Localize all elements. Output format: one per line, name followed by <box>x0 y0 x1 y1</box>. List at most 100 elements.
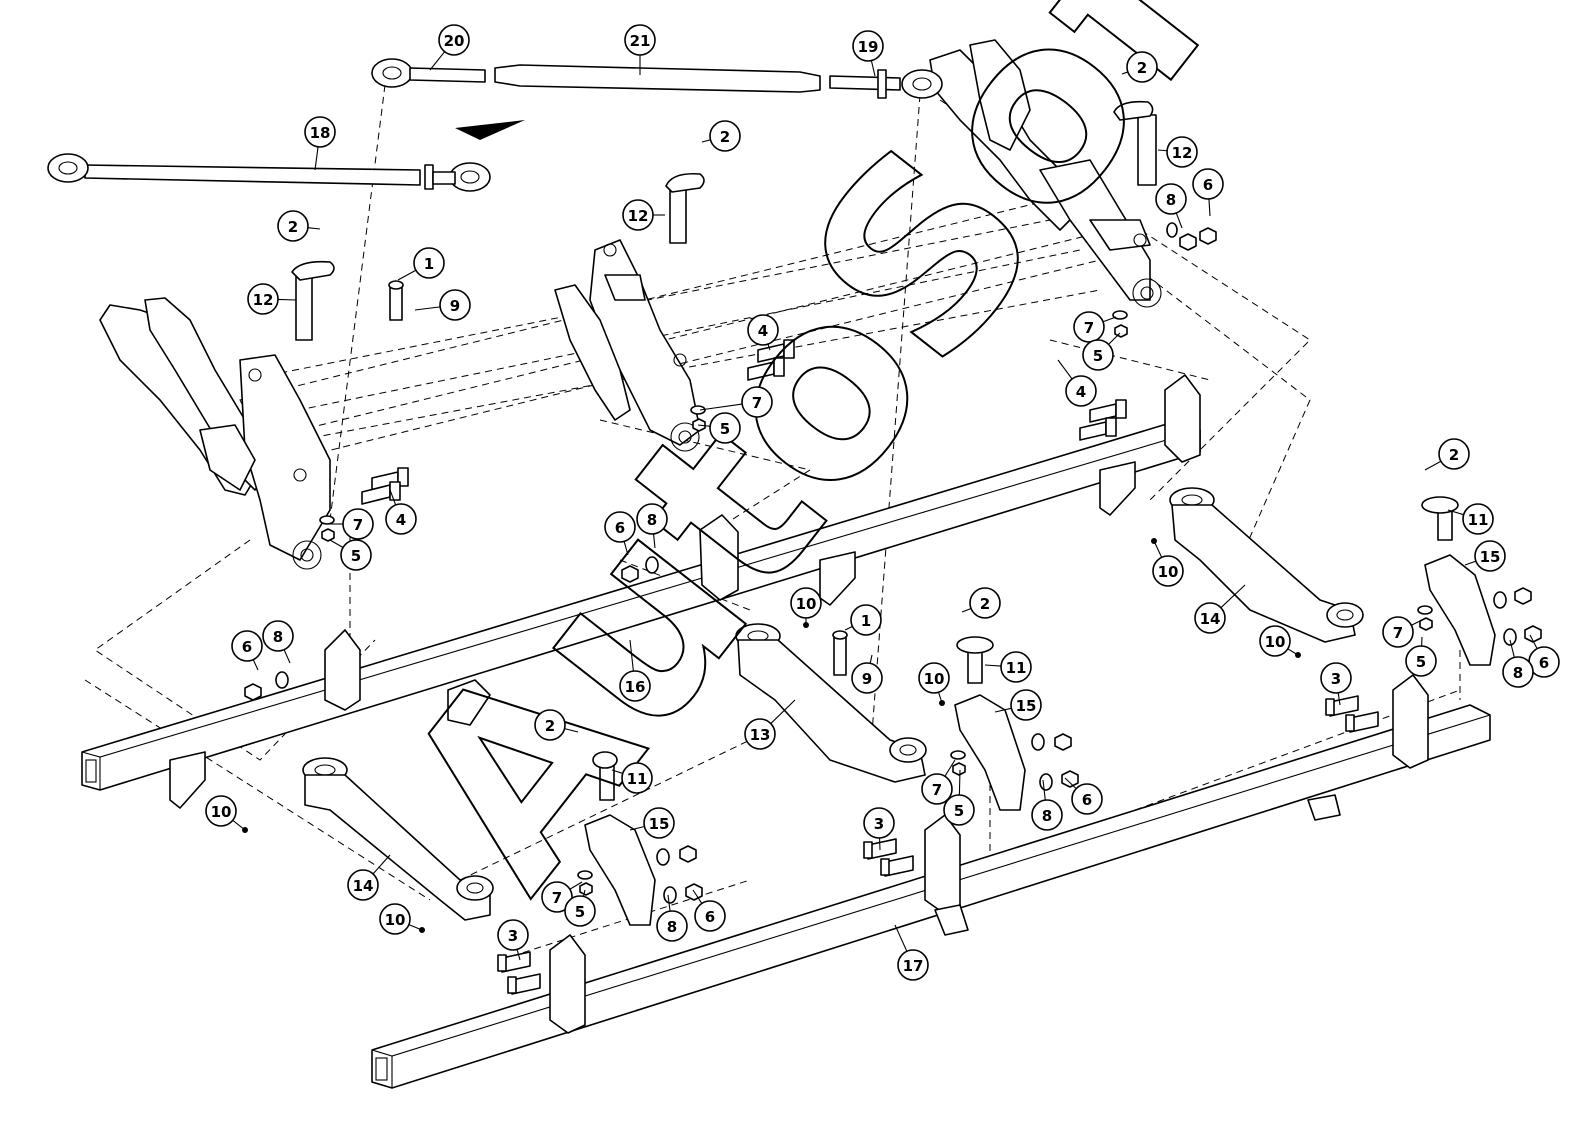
callout-leader-line <box>314 146 319 171</box>
callout-leader-line <box>408 924 423 931</box>
callout-circle <box>709 120 741 152</box>
callout-leader-line <box>252 659 259 671</box>
callout-5: 5 <box>943 769 975 826</box>
pin-1-upper <box>388 280 404 321</box>
callout-leader-line <box>1411 619 1423 626</box>
callout-circle <box>918 662 950 694</box>
callout-10: 10 <box>1259 625 1299 657</box>
callout-leader-line <box>397 269 417 281</box>
callout-circle <box>342 508 374 540</box>
callout-leader-line <box>1057 359 1073 380</box>
callout-circle <box>564 895 596 927</box>
callout-1: 1 <box>397 247 445 281</box>
callout-16: 16 <box>619 639 651 702</box>
callout-leader-line <box>1529 634 1538 649</box>
callout-11: 11 <box>611 762 653 794</box>
callout-leader-line <box>961 607 972 613</box>
callout-leader-line <box>629 825 645 831</box>
right-hitch-bracket <box>929 39 1162 308</box>
callout-8: 8 <box>262 620 294 664</box>
callout-leader-line <box>516 949 521 961</box>
callout-number: 8 <box>647 511 657 529</box>
callout-2: 2 <box>961 587 1001 619</box>
callout-8: 8 <box>1502 639 1534 688</box>
bracket-15-left <box>584 751 656 926</box>
callout-circle <box>1152 555 1184 587</box>
callout-5: 5 <box>697 412 741 444</box>
callout-leader-line <box>1208 198 1211 217</box>
callout-circle <box>1000 651 1032 683</box>
callout-number: 3 <box>508 927 518 945</box>
callout-number: 8 <box>273 628 283 646</box>
callout-circle <box>340 539 372 571</box>
callout-number: 7 <box>353 516 363 534</box>
callout-circle <box>1462 503 1494 535</box>
bolts-3 <box>497 695 1379 995</box>
callout-9: 9 <box>414 289 471 321</box>
callout-circle <box>1126 51 1158 83</box>
callout-8: 8 <box>1155 183 1187 229</box>
callout-15: 15 <box>994 689 1042 721</box>
callout-number: 7 <box>1084 319 1094 337</box>
callout-number: 3 <box>874 815 884 833</box>
callout-2: 2 <box>534 709 579 741</box>
callout-leader-line <box>389 489 397 506</box>
callout-4: 4 <box>747 314 779 351</box>
callout-number: 15 <box>1016 697 1037 715</box>
callout-leader-line <box>414 306 441 311</box>
callout-number: 11 <box>1468 511 1489 529</box>
callout-number: 8 <box>1042 807 1052 825</box>
callout-leader-line <box>629 639 634 672</box>
callout-19: 19 <box>852 30 884 77</box>
callout-circle <box>747 314 779 346</box>
callout-number: 10 <box>796 595 817 613</box>
callout-circle <box>741 386 773 418</box>
callout-number: 10 <box>1158 563 1179 581</box>
callout-circle <box>624 24 656 56</box>
callout-leader-line <box>699 403 743 411</box>
callout-circle <box>1194 602 1226 634</box>
callout-number: 6 <box>705 908 715 926</box>
beam-16 <box>81 374 1201 809</box>
callout-18: 18 <box>304 116 336 171</box>
top-link-19 <box>829 69 943 99</box>
callout-circle <box>1259 625 1291 657</box>
callout-circle <box>850 604 882 636</box>
callout-circle <box>897 949 929 981</box>
callout-circle <box>277 210 309 242</box>
callout-4: 4 <box>1057 359 1097 407</box>
callout-6: 6 <box>231 630 263 671</box>
direction-arrow <box>455 120 525 140</box>
callout-circle <box>1382 616 1414 648</box>
callout-5: 5 <box>1405 636 1437 677</box>
callout-leader-line <box>1424 460 1442 471</box>
callout-leader-line <box>652 533 656 549</box>
callout-circle <box>1502 656 1534 688</box>
callout-leader-line <box>307 227 321 230</box>
callout-number: 3 <box>1331 670 1341 688</box>
callout-10: 10 <box>918 662 950 704</box>
callout-21: 21 <box>624 24 656 75</box>
callout-number: 20 <box>444 32 465 50</box>
callout-number: 9 <box>862 670 872 688</box>
callout-circle <box>231 630 263 662</box>
callout-leader-line <box>611 769 623 774</box>
callout-circle <box>604 511 636 543</box>
callout-circle <box>439 289 471 321</box>
callout-3: 3 <box>863 807 895 851</box>
callout-number: 6 <box>1203 176 1213 194</box>
callout-circle <box>534 709 566 741</box>
callout-6: 6 <box>1192 168 1224 217</box>
callout-circle <box>1320 662 1352 694</box>
callout-leader-line <box>770 699 796 724</box>
callout-leader-line <box>894 924 908 952</box>
callout-leader-line <box>701 139 711 143</box>
callout-circle <box>636 503 668 535</box>
callout-circle <box>622 199 654 231</box>
callout-number: 12 <box>1172 144 1193 162</box>
bolts-4 <box>361 339 1127 505</box>
callout-3: 3 <box>1320 662 1352 706</box>
callout-leader-line <box>984 664 1002 667</box>
callout-circle <box>497 919 529 951</box>
